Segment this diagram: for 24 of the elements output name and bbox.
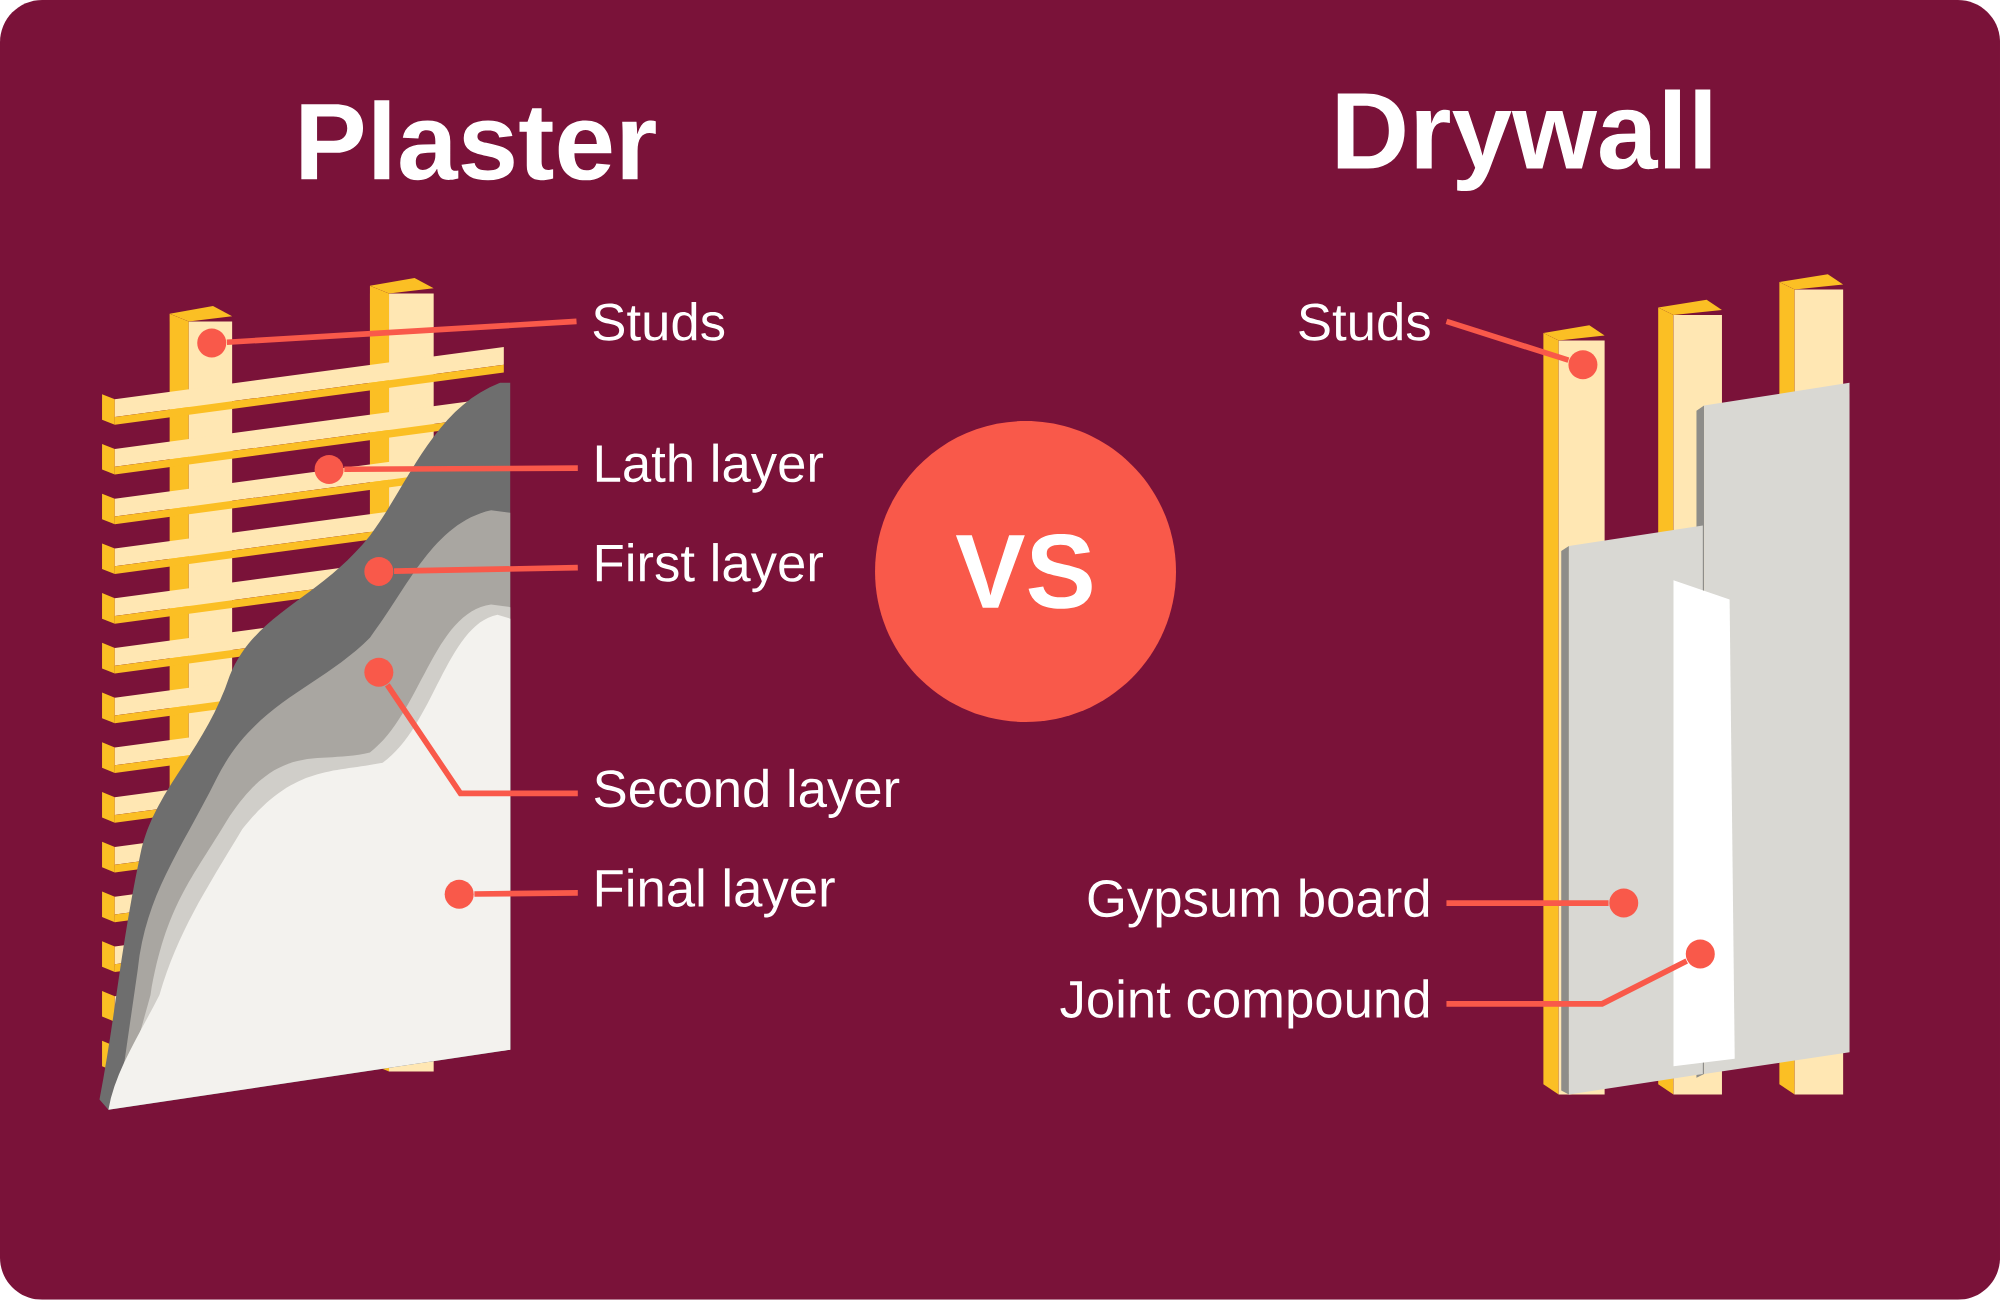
callout-dot: [444, 879, 474, 909]
callout-dot: [1685, 939, 1715, 969]
callout-label: Joint compound: [1060, 979, 1429, 1029]
leader-line: [1446, 900, 1609, 906]
callout-label: Final layer: [596, 868, 835, 918]
heading: Plaster: [301, 100, 656, 181]
callout-dot: [197, 328, 227, 358]
callout-dot: [364, 557, 394, 587]
leader-line: [474, 890, 578, 897]
callout-label: First layer: [596, 543, 823, 593]
callout-dot: [364, 657, 394, 687]
callout-label: Second layer: [594, 768, 900, 819]
callout-dot: [314, 455, 344, 484]
leader-line: [385, 683, 578, 797]
leader-line: [394, 564, 578, 575]
leader-line: [1446, 958, 1688, 1007]
callout-dot: [1609, 888, 1639, 918]
leader-line: [226, 318, 577, 346]
heading: Drywall: [1337, 89, 1711, 192]
callout-label: Studs: [593, 302, 725, 341]
callout-label: Gypsum board: [1088, 878, 1429, 928]
callout-label: Lath layer: [596, 443, 824, 493]
callout-dot: [1568, 350, 1598, 380]
callout-label: Studs: [1299, 302, 1430, 341]
